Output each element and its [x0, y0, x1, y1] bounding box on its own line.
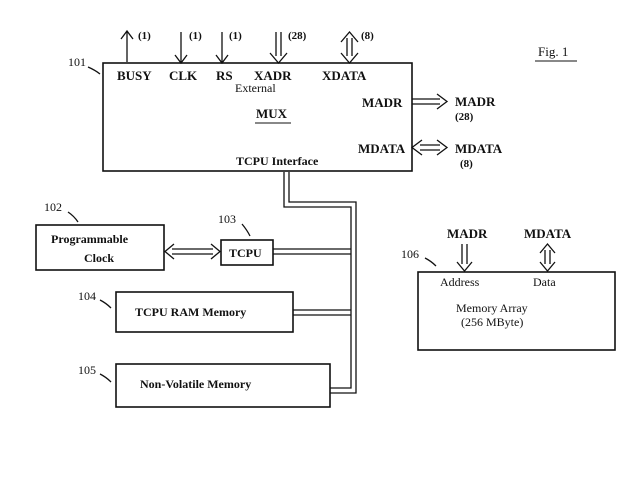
ref-105: 105 — [78, 363, 96, 377]
tcpu-interface-title: TCPU Interface — [236, 154, 319, 168]
tcpu-label: TCPU — [229, 246, 262, 260]
signal-clk: CLK — [169, 68, 198, 83]
signal-rs: RS — [216, 68, 233, 83]
ref-103-leader — [241, 223, 251, 237]
tcpu-ram-memory-block — [115, 291, 294, 333]
madr-output-bus-arrow — [412, 93, 449, 110]
mdata-output-width: (8) — [460, 158, 473, 170]
external-label: External — [235, 81, 276, 95]
nvm-label: Non-Volatile Memory — [140, 377, 251, 391]
ref-104-leader — [99, 299, 112, 309]
mdata-output-bus-arrow — [410, 139, 449, 156]
signal-busy: BUSY — [117, 68, 152, 83]
width-busy: (1) — [138, 30, 151, 42]
signal-xdata: XDATA — [322, 68, 367, 83]
clock-tcpu-bus-arrow — [163, 243, 222, 260]
ref-106: 106 — [401, 247, 419, 261]
memory-array-block — [417, 271, 616, 351]
memory-mdata-input-label: MDATA — [524, 226, 572, 241]
madr-output-label: MADR — [455, 94, 496, 109]
width-rs: (1) — [229, 30, 242, 42]
ref-106-leader — [424, 257, 437, 267]
clock-label-line2: Clock — [84, 251, 114, 265]
tcpu-block — [220, 239, 274, 266]
madr-port-label: MADR — [362, 95, 403, 110]
non-volatile-memory-block — [115, 363, 331, 408]
figure-label: Fig. 1 — [538, 44, 568, 59]
clock-label-line1: Programmable — [51, 232, 129, 246]
memory-array-label-line2: (256 MByte) — [461, 315, 523, 329]
ref-102: 102 — [44, 200, 62, 214]
memory-madr-bus-arrow — [456, 244, 473, 273]
xadr-bus-arrow — [269, 32, 288, 65]
ref-101-leader — [87, 66, 101, 75]
tcpu-interface-block — [102, 62, 413, 172]
memory-address-port-label: Address — [440, 275, 480, 289]
width-xadr: (28) — [288, 30, 307, 42]
memory-data-port-label: Data — [533, 275, 556, 289]
rs-arrow — [215, 32, 229, 65]
signal-xadr: XADR — [254, 68, 292, 83]
width-xdata: (8) — [361, 30, 374, 42]
ref-103: 103 — [218, 212, 236, 226]
memory-mdata-bus-arrow — [539, 242, 556, 273]
madr-output-width: (28) — [455, 111, 474, 123]
memory-array-label-line1: Memory Array — [456, 301, 528, 315]
ref-105-leader — [99, 373, 112, 383]
memory-madr-input-label: MADR — [447, 226, 488, 241]
ref-102-leader — [67, 211, 79, 223]
ram-label: TCPU RAM Memory — [135, 305, 246, 319]
busy-arrow — [120, 29, 134, 62]
clk-arrow — [174, 32, 188, 65]
mdata-output-label: MDATA — [455, 141, 503, 156]
ref-104: 104 — [78, 289, 96, 303]
xdata-bus-arrow — [340, 30, 359, 65]
programmable-clock-block — [35, 224, 165, 271]
ref-101: 101 — [68, 55, 86, 69]
mdata-port-label: MDATA — [358, 141, 406, 156]
mux-label: MUX — [256, 106, 288, 121]
width-clk: (1) — [189, 30, 202, 42]
internal-bus — [273, 172, 357, 394]
